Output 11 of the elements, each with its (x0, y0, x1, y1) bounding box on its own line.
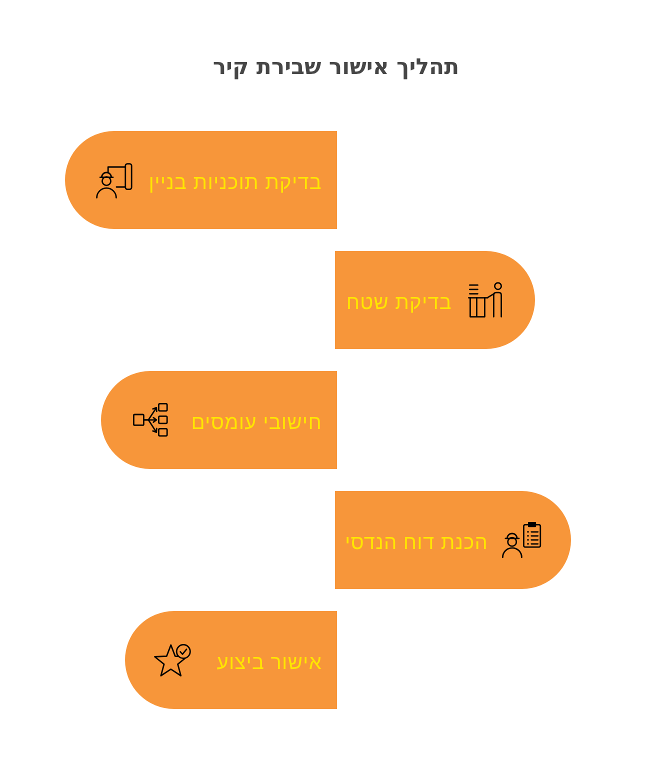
step-label: בדיקת תוכניות בניין (148, 171, 322, 195)
step-box (65, 131, 337, 229)
title: תהליך אישור שבירת קיר (212, 55, 460, 80)
step-label: בדיקת שטח (346, 291, 452, 315)
step-box (335, 251, 535, 349)
step-label: הכנת דוח הנדסי (345, 531, 488, 555)
step-label: חישובי עומסים (191, 411, 322, 435)
step-box (125, 611, 337, 709)
step-label: אישור ביצוע (216, 651, 322, 675)
step-box (101, 371, 337, 469)
step-box (335, 491, 571, 589)
